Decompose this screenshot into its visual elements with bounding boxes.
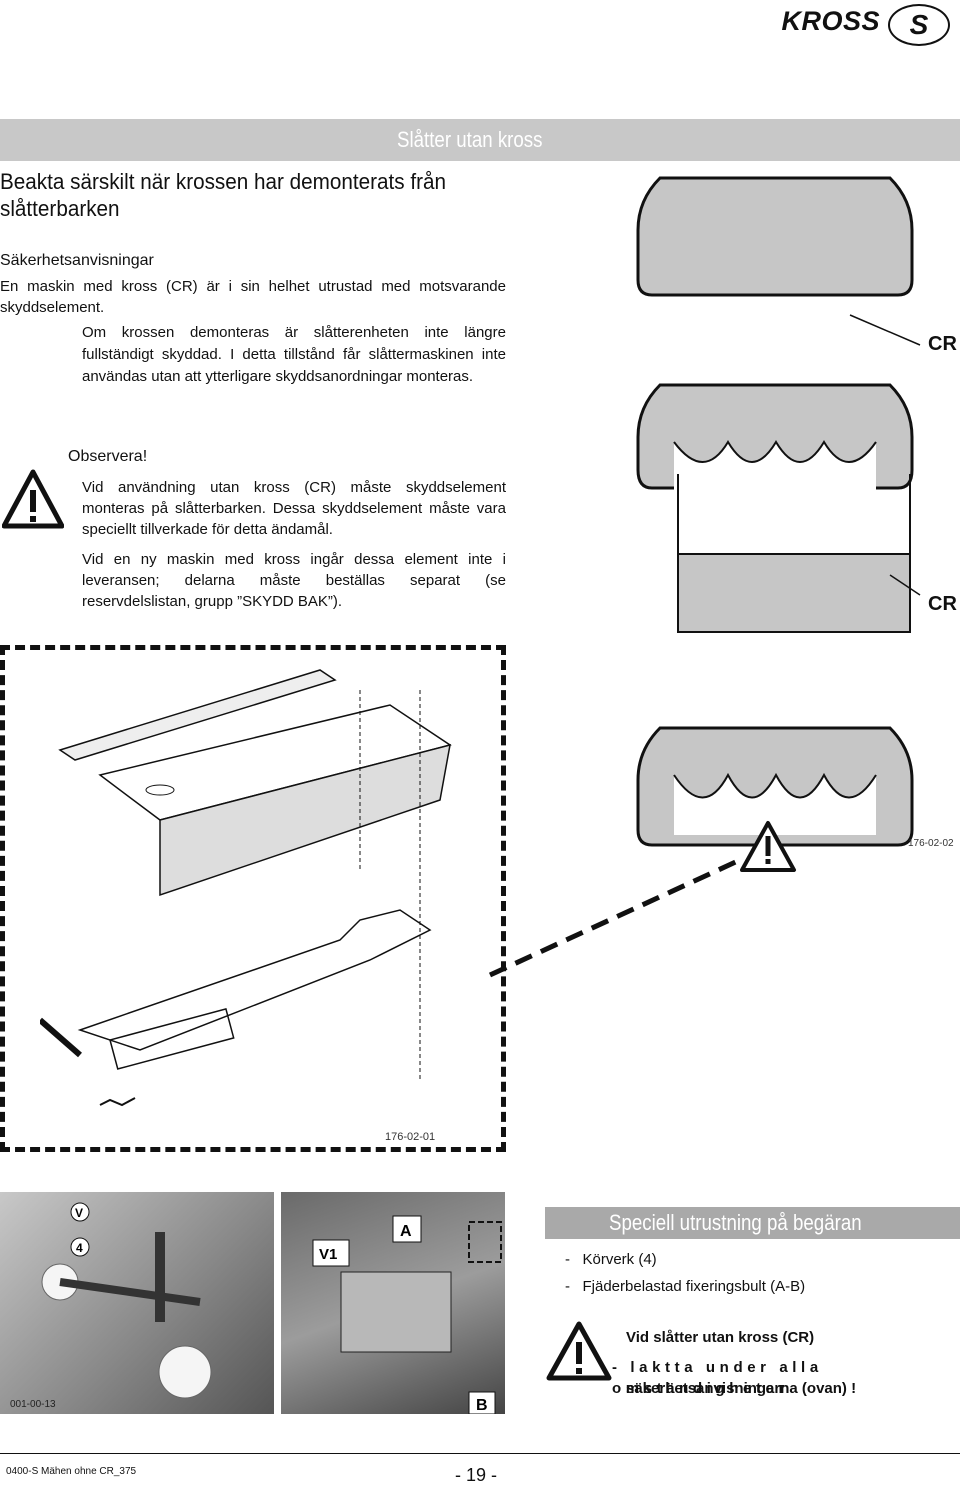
photo-label-v: V [75, 1206, 83, 1220]
optional-item-1: - Körverk (4) [565, 1251, 657, 1268]
safety-intro: En maskin med kross (CR) är i sin helhet… [0, 278, 506, 316]
running-gear-photo: V 4 001-00-13 [0, 1192, 274, 1414]
warning-icon-bottom [545, 1320, 613, 1382]
parts-reference: 176-02-01 [385, 1131, 435, 1140]
cr-label-top: CR [928, 333, 957, 355]
notice-paragraph-2: Vid en ny maskin med kross ingår dessa e… [82, 551, 506, 610]
locking-pin-photo: V1 A B [281, 1192, 505, 1415]
section-title: Slåtter utan kross [397, 127, 543, 152]
optional-equipment-title: Speciell utrustning på begäran [609, 1210, 862, 1235]
photo-label-v1: V1 [319, 1246, 337, 1263]
warning-icon [1, 468, 65, 530]
footer-document-code: 0400-S Mähen ohne CR_375 [6, 1466, 137, 1477]
page-number: - 19 - [455, 1465, 498, 1485]
photo-reference: 001-00-13 [10, 1399, 56, 1410]
parts-exploded-view: 176-02-01 [40, 669, 452, 1140]
photo-label-b: B [476, 1397, 488, 1414]
optional-warning-title: Vid slåtter utan kross (CR) [626, 1329, 815, 1346]
optional-warning-line1: - laktta under alla omständigheter [612, 1359, 823, 1397]
notice-paragraph-1: Vid användning utan kross (CR) måste sky… [82, 479, 506, 538]
parts-diagram-frame [0, 645, 506, 1152]
optional-warning-line2: säkerhetsanvisningarna (ovan) ! [626, 1380, 857, 1397]
leader-dashed-line [488, 857, 742, 978]
photo-label-4: 4 [76, 1241, 83, 1255]
page-heading: Beakta särskilt när krossen har demonter… [0, 169, 446, 221]
bare-cutterbar-diagram: 176-02-02 [636, 726, 954, 872]
header-title: KROSS [781, 6, 880, 36]
crusher-diagram: CR CR [636, 176, 957, 633]
optional-equipment-band: Speciell utrustning på begäran [545, 1207, 960, 1239]
safety-body: Om krossen demonteras är slåtterenheten … [82, 324, 506, 385]
figure-reference: 176-02-02 [908, 838, 954, 849]
section-band: Slåtter utan kross [0, 119, 960, 161]
language-badge: S [888, 4, 950, 46]
optional-item-2: - Fjäderbelastad fixeringsbult (A-B) [565, 1278, 806, 1295]
photo-label-a: A [400, 1223, 412, 1240]
notice-title: Observera! [68, 448, 148, 465]
cr-label-mid: CR [928, 593, 957, 615]
safety-title: Säkerhetsanvisningar [0, 252, 154, 269]
footer-rule [0, 1453, 960, 1454]
